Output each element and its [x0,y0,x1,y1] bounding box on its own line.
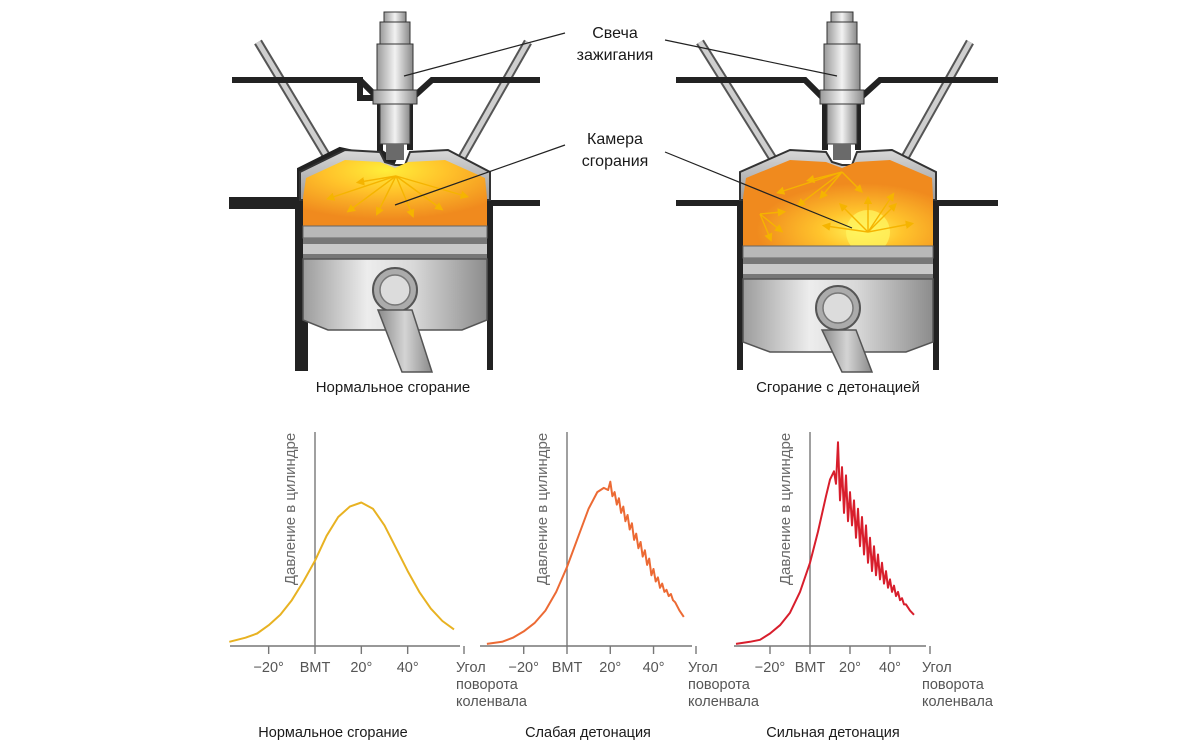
x-axis-title-line: поворота [456,677,519,693]
x-tick-label: BMT [300,660,331,676]
y-axis-title: Давление в цилиндре [534,433,551,585]
y-axis-title: Давление в цилиндре [777,433,794,585]
x-tick-label: −20° [509,660,539,676]
spark-plug-label-line1: Свеча [592,25,638,42]
chart-caption: Нормальное сгорание [258,725,407,741]
x-tick-label: 40° [397,660,419,676]
x-tick-label: 40° [879,660,901,676]
series-line [735,441,915,645]
x-tick-label: 20° [350,660,372,676]
chamber-label-line1: Камера [587,131,643,148]
x-tick-label: BMT [795,660,826,676]
x-axis-title-line: поворота [688,677,751,693]
chart-caption: Слабая детонация [525,725,651,741]
leader-lines [394,32,853,229]
engine-normal [229,11,540,373]
x-axis-title-line: Угол [456,660,486,676]
engine-detonation [676,11,998,373]
x-tick-label: 20° [599,660,621,676]
chamber-label-line2: сгорания [582,153,649,170]
x-tick-label: BMT [552,660,583,676]
x-tick-label: −20° [253,660,283,676]
x-axis-title-line: Угол [688,660,718,676]
x-tick-label: 40° [643,660,665,676]
chart-caption: Сильная детонация [766,725,899,741]
x-axis-title-line: коленвала [688,694,760,710]
series-line [486,480,685,645]
x-tick-label: −20° [755,660,785,676]
x-axis-title-line: коленвала [922,694,994,710]
x-axis-title-line: коленвала [456,694,528,710]
x-tick-label: 20° [839,660,861,676]
x-axis-title-line: поворота [922,677,985,693]
caption-detonation: Сгорание с детонацией [756,379,920,396]
y-axis-title: Давление в цилиндре [282,433,299,585]
spark-plug-label-line2: зажигания [577,47,654,64]
caption-normal: Нормальное сгорание [316,379,471,396]
series-line [229,501,455,643]
x-axis-title-line: Угол [922,660,952,676]
